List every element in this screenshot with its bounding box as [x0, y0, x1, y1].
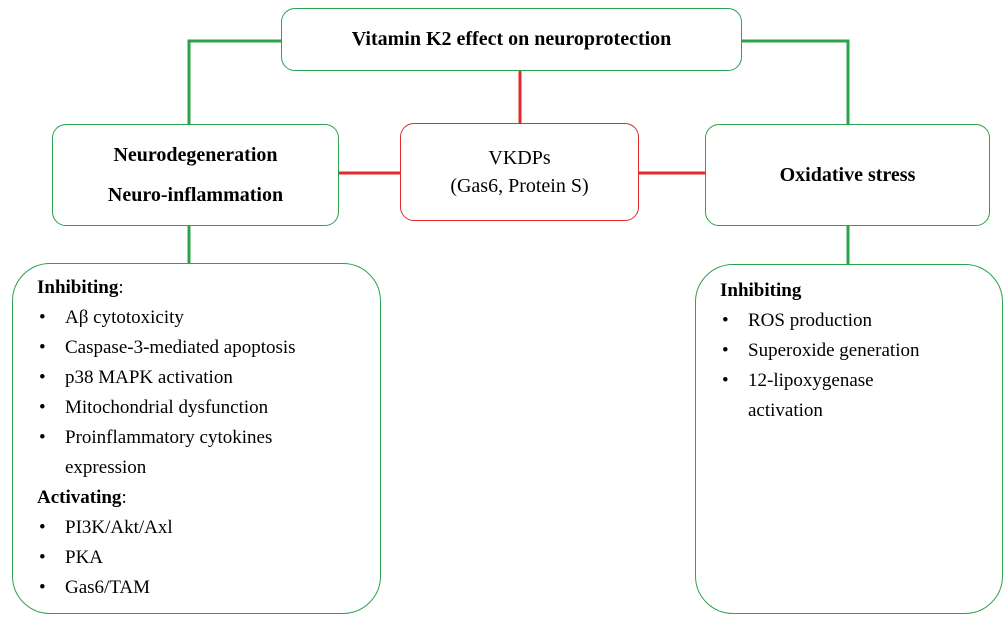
list-item: Proinflammatory cytokines expression	[37, 423, 345, 483]
oxidative-label: Oxidative stress	[779, 163, 916, 186]
neuro-line-1: Neurodegeneration	[113, 144, 278, 166]
list-item: 12-lipoxygenase activation	[720, 366, 928, 426]
list-item: PKA	[37, 543, 395, 573]
list-item: Caspase-3-mediated apoptosis	[37, 333, 395, 363]
right-inhibiting-heading: Inhibiting	[720, 280, 802, 301]
title-box: Vitamin K2 effect on neuroprotection	[281, 8, 742, 71]
left-inhibiting-heading: Inhibiting:	[37, 277, 124, 298]
list-item: PI3K/Akt/Axl	[37, 513, 395, 543]
right-inhibiting-list: ROS production Superoxide generation 12-…	[720, 306, 1002, 426]
list-item: ROS production	[720, 306, 1008, 336]
left-effects-panel: Inhibiting: Aβ cytotoxicity Caspase-3-me…	[12, 263, 381, 614]
neurodegeneration-box: Neurodegeneration Neuro-inflammation	[52, 124, 339, 226]
right-effects-panel: Inhibiting ROS production Superoxide gen…	[695, 264, 1003, 614]
oxidative-stress-box: Oxidative stress	[705, 124, 990, 226]
vkdp-box: VKDPs (Gas6, Protein S)	[400, 123, 639, 221]
connector-title-to-neuro	[187, 39, 281, 124]
vkdp-line-1: VKDPs	[488, 147, 551, 169]
vkdp-line-2: (Gas6, Protein S)	[450, 175, 589, 197]
list-item: Gas6/TAM	[37, 573, 395, 603]
list-item: Aβ cytotoxicity	[37, 303, 395, 333]
left-activating-heading: Activating:	[37, 487, 127, 508]
diagram-title: Vitamin K2 effect on neuroprotection	[351, 28, 672, 50]
list-item: p38 MAPK activation	[37, 363, 395, 393]
neuro-line-2: Neuro-inflammation	[107, 184, 284, 206]
left-activating-list: PI3K/Akt/Axl PKA Gas6/TAM	[37, 513, 380, 603]
list-item: Superoxide generation	[720, 336, 1008, 366]
connector-title-to-oxidative	[742, 39, 850, 124]
list-item: Mitochondrial dysfunction	[37, 393, 395, 423]
left-inhibiting-list: Aβ cytotoxicity Caspase-3-mediated apopt…	[37, 303, 380, 483]
